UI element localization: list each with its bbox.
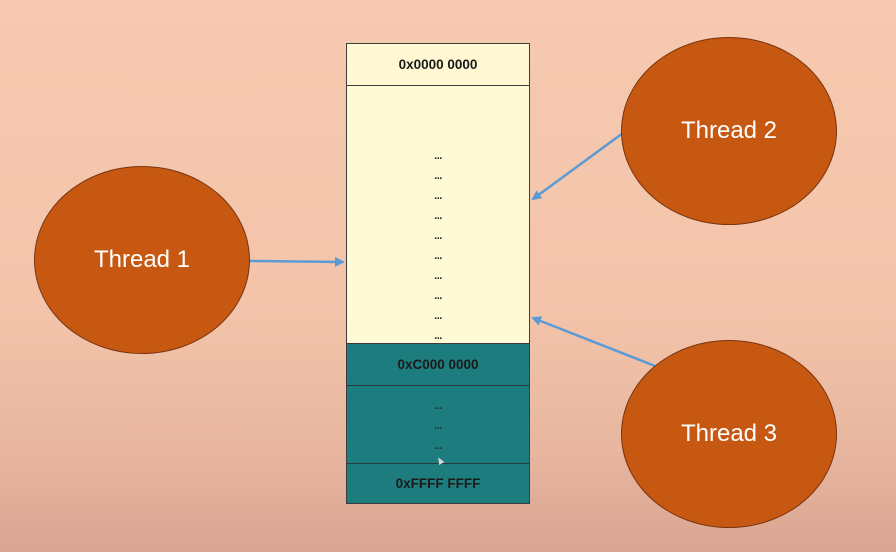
ellipsis-mark: ... xyxy=(434,250,442,262)
ellipsis-mark: ... xyxy=(434,270,442,282)
top-address-label: 0x0000 0000 xyxy=(398,57,478,72)
ellipsis-mark: ... xyxy=(434,190,442,202)
kernel-space-region: ......... xyxy=(347,386,529,464)
ellipsis-mark: ... xyxy=(434,150,442,162)
ellipsis-mark: ... xyxy=(434,210,442,222)
kernel-start-address-label: 0xC000 0000 xyxy=(397,357,479,372)
thread-3-ellipse: Thread 3 xyxy=(621,340,837,528)
ellipsis-mark: ... xyxy=(434,440,442,452)
ellipsis-mark: ... xyxy=(434,310,442,322)
bottom-address-label: 0xFFFF FFFF xyxy=(395,476,481,491)
kernel-space-ellipsis-list: ......... xyxy=(347,396,529,456)
ellipsis-mark: ... xyxy=(434,230,442,242)
ellipsis-mark: ... xyxy=(434,290,442,302)
memory-address-space: 0x0000 0000 ............................… xyxy=(346,43,530,504)
ellipsis-mark: ... xyxy=(434,400,442,412)
ellipsis-mark: ... xyxy=(434,330,442,342)
kernel-start-address-cell: 0xC000 0000 xyxy=(347,344,529,386)
thread-3-label: Thread 3 xyxy=(680,420,778,447)
ellipsis-mark: ... xyxy=(434,170,442,182)
user-space-region: ................................. xyxy=(347,86,529,362)
thread-1-ellipse: Thread 1 xyxy=(34,166,250,354)
thread-1-label: Thread 1 xyxy=(93,246,191,273)
thread2-arrow xyxy=(531,131,624,201)
ellipsis-mark: ... xyxy=(434,420,442,432)
thread3-arrow xyxy=(531,316,656,368)
thread-2-ellipse: Thread 2 xyxy=(621,37,837,225)
top-address-cell: 0x0000 0000 xyxy=(347,44,529,86)
thread1-arrow xyxy=(249,256,345,267)
thread-2-label: Thread 2 xyxy=(680,117,778,144)
bottom-address-cell: 0xFFFF FFFF xyxy=(347,464,529,503)
